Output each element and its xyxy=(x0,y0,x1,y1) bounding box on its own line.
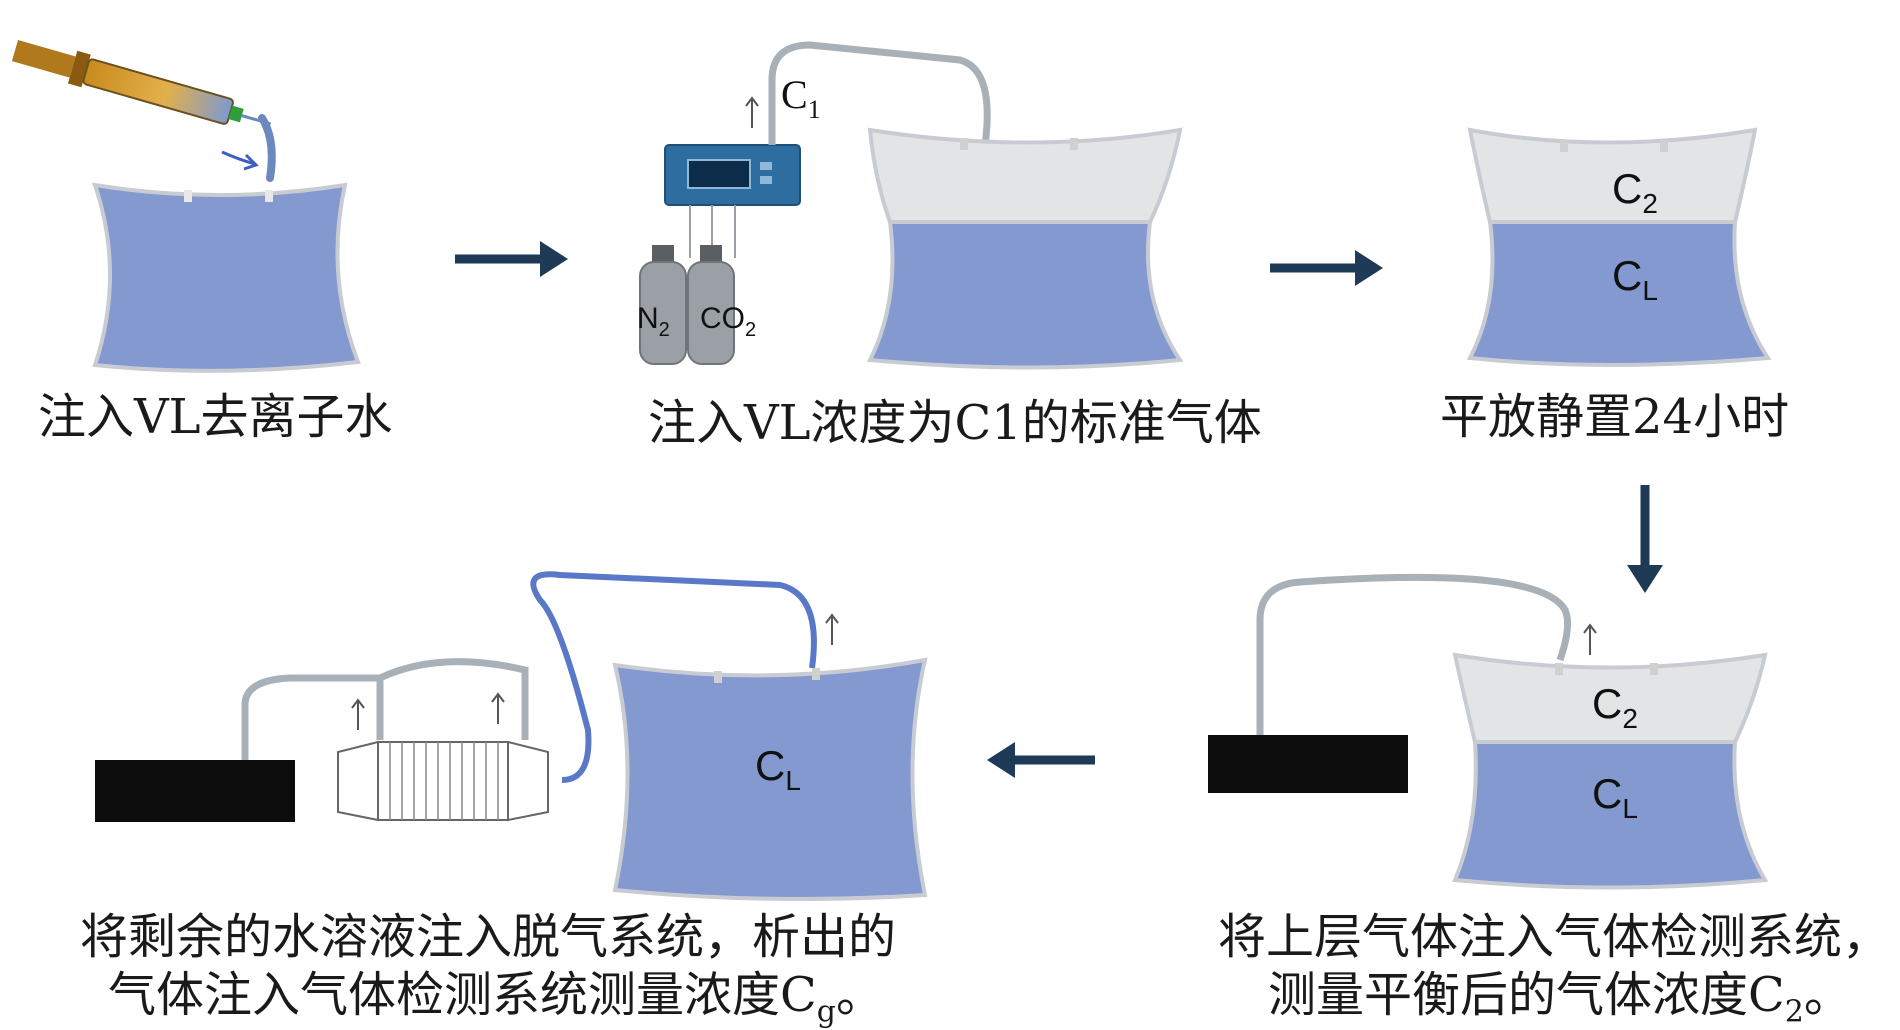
bag-valve-icon xyxy=(1650,663,1658,675)
step2-caption: 注入VL浓度为C1的标准气体 xyxy=(648,395,1262,451)
bag-valve-icon xyxy=(960,138,968,150)
water-tube xyxy=(530,571,817,783)
gas-layer-label: C2 xyxy=(1612,165,1658,219)
up-arrow-icon xyxy=(1583,623,1597,655)
gas-tube xyxy=(376,658,529,740)
syringe-barrel xyxy=(82,58,234,125)
bag-gas-fill xyxy=(867,127,1183,224)
gas-tube xyxy=(241,674,380,760)
arrow-right-1 xyxy=(455,241,568,277)
water-stream xyxy=(258,114,276,182)
co2-label: CO2 xyxy=(700,302,756,341)
bag-valve-icon xyxy=(1555,663,1563,675)
cylinder-n2 xyxy=(639,245,687,365)
bag-valve-icon xyxy=(265,190,273,202)
resting-bag xyxy=(1466,127,1772,367)
step5-caption-line1: 将剩余的水溶液注入脱气系统，析出的 xyxy=(80,909,897,965)
up-arrow-icon xyxy=(825,613,839,645)
bag-valve-icon xyxy=(1560,140,1568,152)
syringe xyxy=(11,40,276,182)
up-arrow-icon xyxy=(351,698,365,730)
bag-valve-icon xyxy=(1070,138,1078,150)
syringe-flange xyxy=(67,50,91,88)
gas-detector xyxy=(1208,735,1408,793)
bag-water-fill xyxy=(866,220,1184,370)
arrow-right-2 xyxy=(1270,250,1383,286)
gas-tube xyxy=(1256,573,1572,735)
gas-layer-label: C2 xyxy=(1592,680,1638,734)
bag-water-fill xyxy=(92,182,361,373)
step3-caption: 平放静置24小时 xyxy=(1440,389,1790,445)
bag-valve-icon xyxy=(1660,140,1668,152)
analyzer-display xyxy=(687,159,751,189)
liquid-layer-label: CL xyxy=(1612,252,1658,306)
gas-conc-label: C1 xyxy=(781,72,821,124)
up-arrow-icon xyxy=(745,96,759,128)
step4-caption-line1: 将上层气体注入气体检测系统， xyxy=(1218,909,1891,965)
degassing-membrane xyxy=(337,740,549,822)
n2-label: N2 xyxy=(637,302,670,341)
gas-tube xyxy=(768,41,991,146)
step4-caption-line2: 测量平衡后的气体浓度C2。 xyxy=(1268,967,1852,1030)
gas-detector xyxy=(95,760,295,822)
liquid-layer-label: CL xyxy=(1592,770,1638,824)
gas-analyzer xyxy=(664,144,801,258)
bag-valve-icon xyxy=(714,671,722,683)
bag-gas-fill xyxy=(1467,127,1758,224)
sampling-bag xyxy=(1452,652,1769,890)
bag-gas-fill xyxy=(1452,652,1768,744)
syringe-hub xyxy=(228,105,244,123)
cylinder-co2 xyxy=(687,245,735,365)
water-bag-5 xyxy=(612,657,928,901)
step1-caption: 注入VL去离子水 xyxy=(38,389,393,445)
arrow-down xyxy=(1627,485,1663,593)
up-arrow-icon xyxy=(491,692,505,724)
gas-bag-2 xyxy=(866,127,1184,370)
bag-valve-icon xyxy=(812,668,820,680)
syringe-plunger xyxy=(11,40,76,78)
bag-water-fill xyxy=(1466,220,1772,367)
liquid-layer-label: CL xyxy=(755,742,801,796)
water-bag-1 xyxy=(92,182,361,373)
bag-valve-icon xyxy=(184,190,192,202)
bag-water-fill xyxy=(1452,740,1769,890)
arrow-left xyxy=(987,742,1095,778)
step5-caption-line2: 气体注入气体检测系统测量浓度Cg。 xyxy=(108,967,884,1030)
